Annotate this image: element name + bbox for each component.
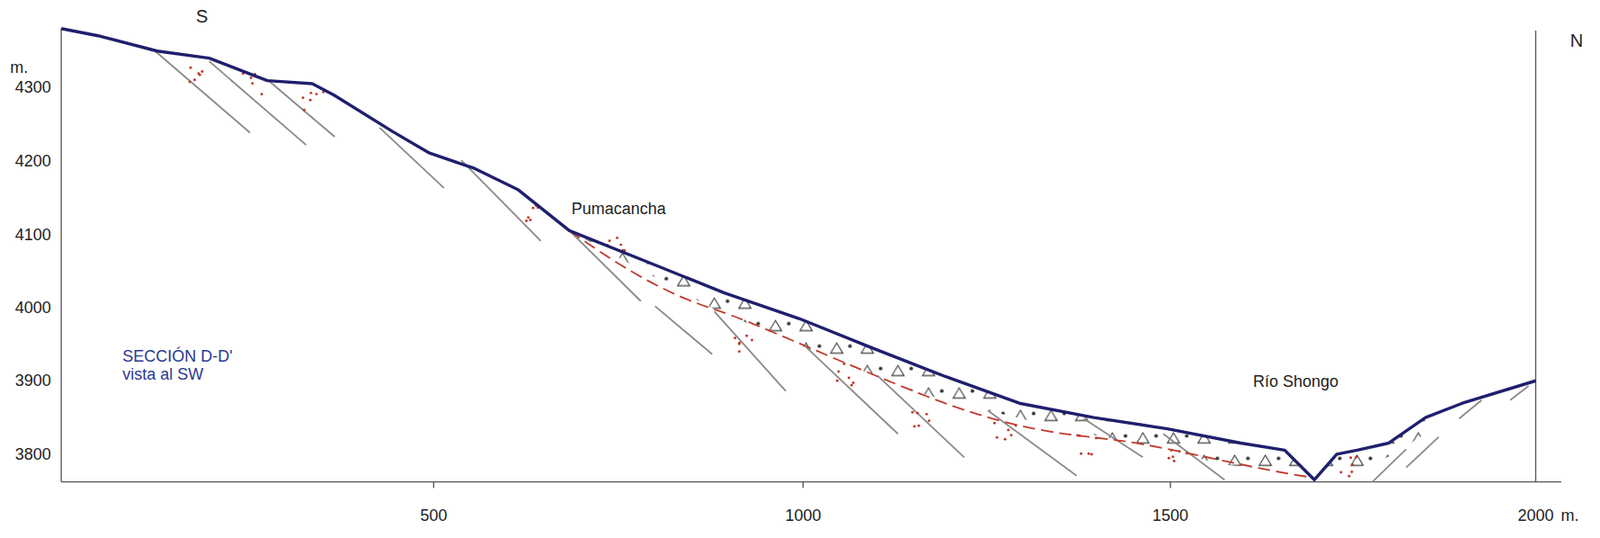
frame bbox=[61, 28, 1562, 489]
place-name: Río Shongo bbox=[1253, 372, 1339, 392]
red-dot bbox=[1347, 474, 1351, 478]
red-dot bbox=[608, 239, 612, 242]
red-dot bbox=[745, 334, 748, 338]
red-dot bbox=[309, 98, 312, 102]
red-dot bbox=[619, 243, 623, 247]
red-dot bbox=[526, 215, 530, 219]
red-dot bbox=[249, 76, 253, 80]
red-dot bbox=[750, 338, 754, 342]
red-dot bbox=[993, 421, 996, 425]
axis-label: m. bbox=[9, 58, 28, 78]
red-dot bbox=[1079, 452, 1083, 455]
axis-label: 4300 bbox=[15, 78, 52, 98]
red-dot bbox=[1339, 470, 1343, 473]
red-dot bbox=[913, 425, 916, 428]
colluvium bbox=[551, 204, 1347, 500]
axis-label: 1500 bbox=[1152, 506, 1189, 525]
axis-label: 4200 bbox=[15, 151, 52, 171]
red-dot bbox=[995, 435, 999, 439]
red-dot bbox=[733, 336, 737, 339]
axis-label: 2000 bbox=[1517, 506, 1554, 525]
red-dot bbox=[911, 410, 915, 414]
red-dot bbox=[615, 236, 619, 240]
section-title: SECCIÓN D-D' vista al SW bbox=[122, 346, 262, 384]
axis-label: m. bbox=[1560, 506, 1579, 525]
axis-label: N bbox=[1570, 30, 1583, 52]
red-dot bbox=[1004, 437, 1007, 441]
red-dot bbox=[200, 70, 204, 73]
red-dot bbox=[1010, 433, 1014, 436]
red-dot bbox=[1351, 462, 1354, 466]
axis-label: 4000 bbox=[15, 298, 52, 318]
red-dot bbox=[1167, 456, 1171, 460]
red-dot bbox=[737, 340, 741, 344]
red-dot bbox=[1006, 428, 1010, 432]
red-dot bbox=[196, 71, 200, 75]
fault-lines bbox=[155, 51, 1529, 482]
red-dot bbox=[852, 381, 855, 384]
red-dot bbox=[250, 81, 254, 85]
red-dot bbox=[528, 218, 532, 222]
red-dot bbox=[927, 418, 931, 422]
topography bbox=[61, 28, 1536, 480]
red-dot bbox=[1350, 470, 1353, 473]
red-dot bbox=[1354, 455, 1358, 459]
red-dot bbox=[1087, 452, 1091, 455]
red-dot bbox=[835, 379, 839, 383]
red-dot bbox=[193, 78, 196, 81]
red-dot bbox=[843, 362, 846, 365]
red-dot bbox=[1171, 454, 1174, 458]
red-dot bbox=[188, 80, 192, 84]
axis-label: 4100 bbox=[15, 225, 52, 245]
red-dot bbox=[847, 375, 851, 379]
red-dot bbox=[532, 206, 535, 210]
red-dot bbox=[915, 411, 919, 415]
red-dot bbox=[737, 349, 741, 353]
colluvium bbox=[1306, 408, 1449, 490]
red-dot bbox=[315, 92, 319, 96]
red-dot bbox=[302, 108, 306, 112]
red-dot bbox=[260, 92, 264, 96]
red-dot bbox=[189, 66, 193, 70]
red-dot bbox=[917, 424, 921, 427]
axis-label: 1000 bbox=[784, 506, 821, 525]
red-dot bbox=[302, 96, 305, 99]
red-dot bbox=[1173, 459, 1176, 463]
red-dot bbox=[1349, 455, 1352, 459]
red-dot bbox=[524, 219, 528, 223]
red-dot bbox=[309, 91, 312, 95]
red-dot bbox=[836, 369, 840, 373]
red-dots bbox=[188, 66, 1359, 478]
slip-surface bbox=[568, 230, 1315, 478]
place-name: Pumacancha bbox=[571, 199, 667, 219]
axis-label: 3800 bbox=[15, 444, 52, 464]
axis-label: 500 bbox=[419, 506, 447, 525]
axis-label: 3900 bbox=[15, 371, 52, 391]
red-dot bbox=[1090, 453, 1094, 456]
axis-label: S bbox=[195, 6, 208, 27]
red-dot bbox=[924, 412, 928, 416]
red-dot bbox=[850, 383, 854, 387]
